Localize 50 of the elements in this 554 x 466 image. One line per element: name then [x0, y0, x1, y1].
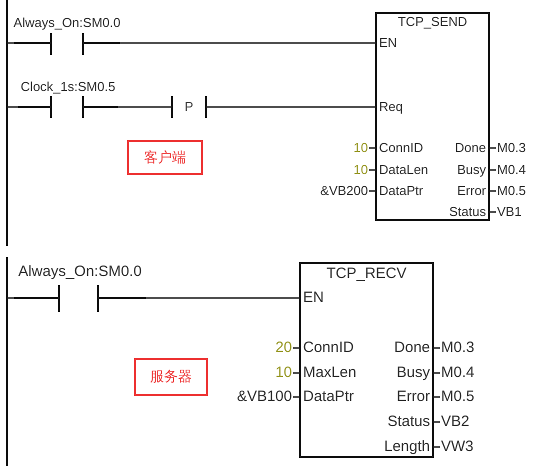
pin-name: Error	[396, 389, 430, 405]
pin-name: Busy	[396, 365, 430, 381]
block-title: TCP_SEND	[398, 14, 468, 30]
pin-name: Busy	[457, 162, 486, 178]
pin-name: Done	[454, 140, 486, 156]
pin-value: 20	[275, 340, 292, 356]
pin-value: M0.3	[497, 140, 526, 156]
pin-value: &VB100	[236, 389, 292, 405]
pin-name: Status	[387, 414, 430, 430]
pin-name: Error	[457, 183, 486, 199]
block-title: TCP_RECV	[326, 266, 407, 282]
pin-name: DataLen	[379, 162, 428, 178]
pin-name: Done	[394, 340, 430, 356]
pin-value: M0.5	[441, 389, 474, 405]
wire	[8, 106, 18, 108]
pin-name: Status	[449, 204, 486, 220]
pin-value: 10	[354, 140, 368, 156]
pin-name: EN	[303, 290, 324, 306]
annotation-label: 服务器	[134, 358, 208, 396]
pin-name: ConnID	[379, 140, 424, 156]
pin-name: DataPtr	[303, 389, 354, 405]
contact-label: Clock_1s:SM0.5	[20, 79, 116, 95]
pin-name: Length	[384, 439, 430, 455]
function-block	[375, 12, 490, 221]
contact-label: P	[184, 99, 194, 115]
wire	[8, 297, 14, 299]
contact-label: Always_On:SM0.0	[18, 264, 142, 280]
pin-value: VB1	[497, 204, 522, 220]
pin-name: Req	[379, 99, 403, 115]
wire	[207, 106, 375, 108]
pin-name: DataPtr	[379, 183, 424, 199]
pin-value: 10	[354, 162, 368, 178]
pin-value: M0.5	[497, 183, 526, 199]
pin-value: M0.3	[441, 340, 474, 356]
wire	[146, 297, 299, 299]
contact-label: Always_On:SM0.0	[14, 15, 120, 31]
function-block	[299, 262, 434, 458]
pin-name: ConnID	[303, 340, 354, 356]
wire	[118, 106, 171, 108]
pin-value: VB2	[441, 414, 470, 430]
pin-value: M0.4	[497, 162, 526, 178]
annotation-label: 客户端	[127, 140, 203, 175]
pin-value: &VB200	[320, 183, 368, 199]
pin-value: M0.4	[441, 365, 474, 381]
pin-name: EN	[379, 35, 398, 51]
pin-value: 10	[275, 365, 292, 381]
pin-name: MaxLen	[303, 365, 356, 381]
pin-value: VW3	[441, 439, 474, 455]
wire	[120, 42, 375, 44]
wire	[8, 42, 14, 44]
